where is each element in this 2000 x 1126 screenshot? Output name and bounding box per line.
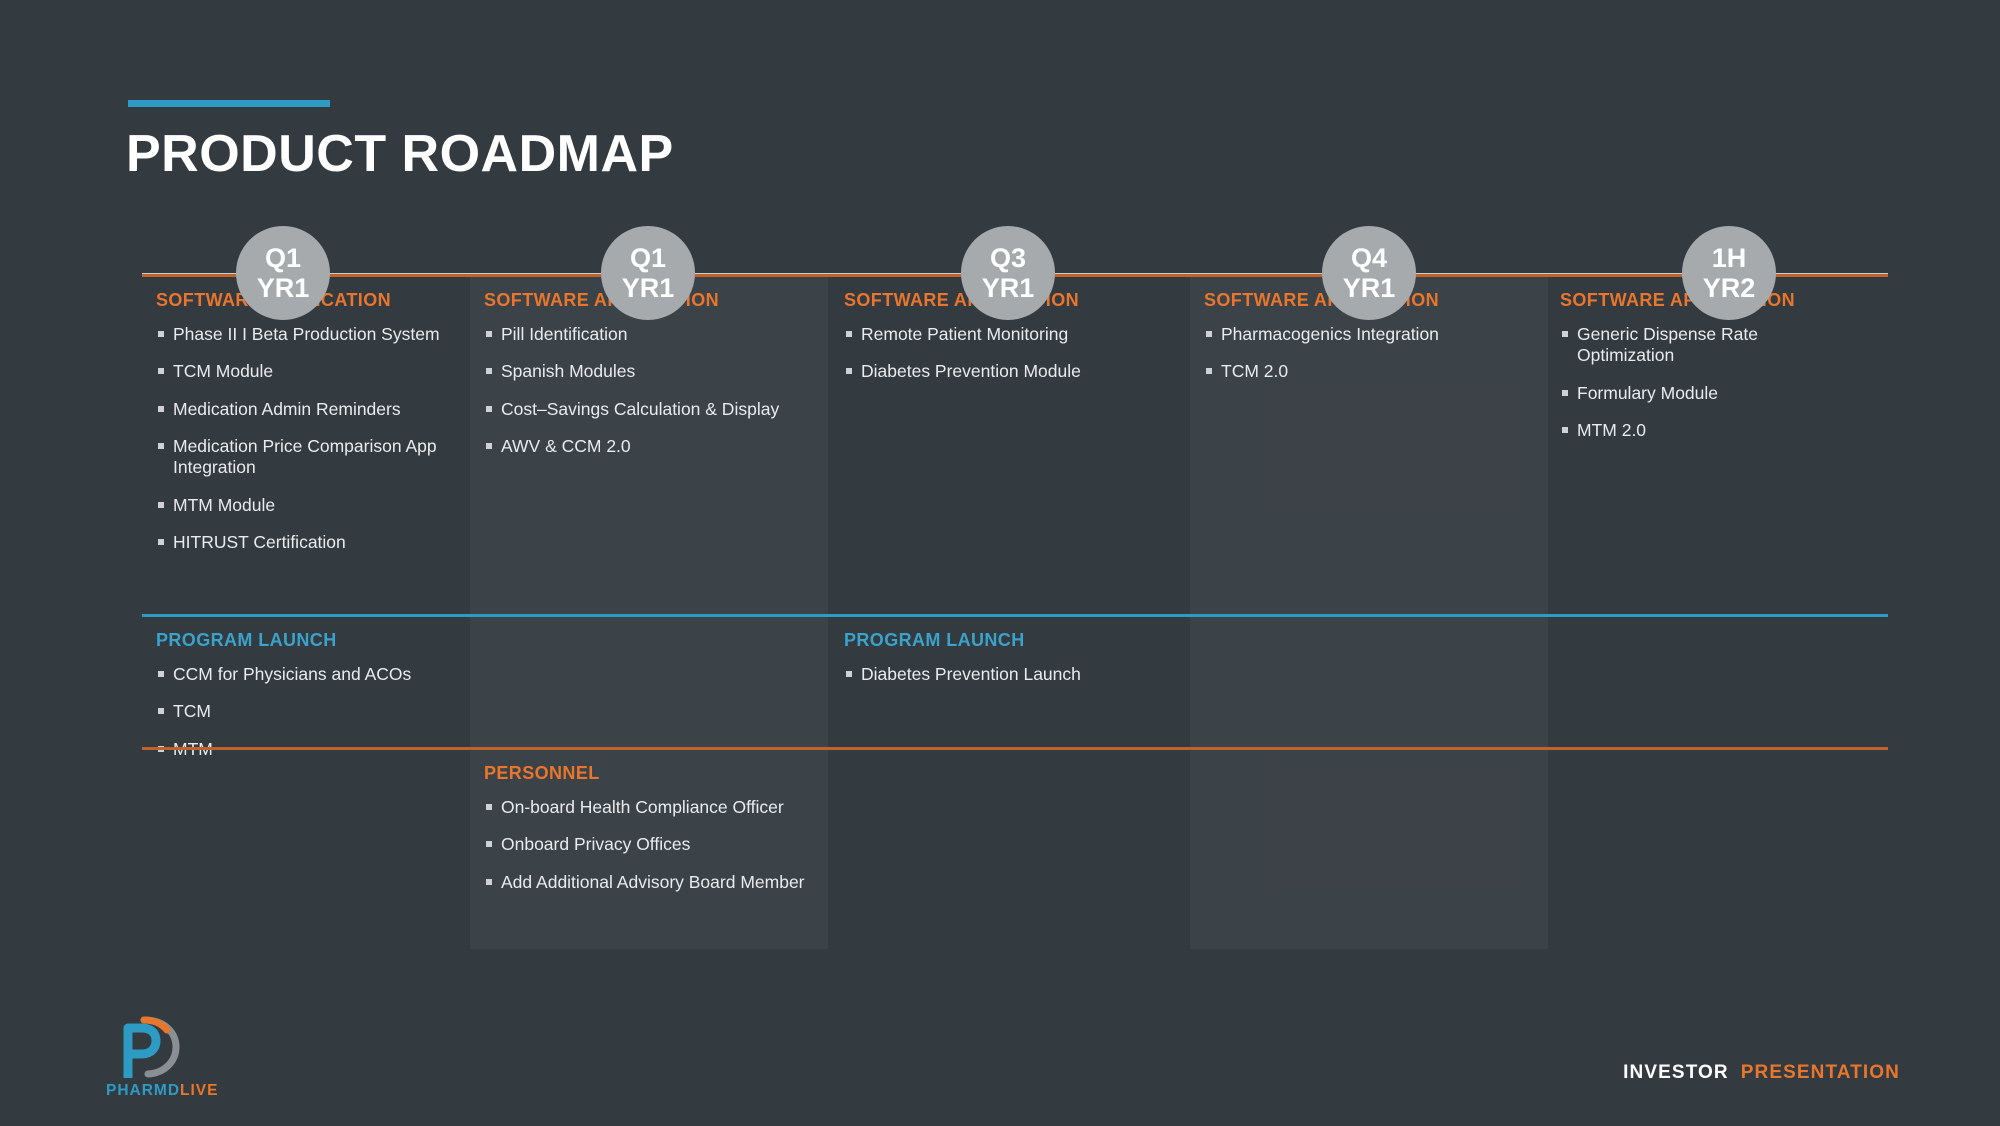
- column-band-4: [1190, 274, 1548, 949]
- cell-item-list: Generic Dispense Rate Optimization Formu…: [1560, 324, 1860, 441]
- list-item: TCM: [156, 701, 456, 722]
- logo-wordmark: PHARMDLIVE: [106, 1082, 218, 1100]
- list-item: Generic Dispense Rate Optimization: [1560, 324, 1860, 367]
- timeline-marker-quarter: Q3: [989, 242, 1027, 273]
- list-item: Phase II I Beta Production System: [156, 324, 456, 345]
- timeline-marker-year: YR1: [621, 273, 675, 303]
- section-rule-blue: [142, 614, 1888, 617]
- cell-heading: PERSONNEL: [484, 763, 600, 783]
- list-item: Formulary Module: [1560, 383, 1860, 404]
- timeline-marker-1[interactable]: Q1 YR1: [601, 226, 695, 320]
- list-item: CCM for Physicians and ACOs: [156, 664, 456, 685]
- brand-logo: PHARMDLIVE: [106, 1016, 296, 1108]
- list-item: MTM Module: [156, 495, 456, 516]
- cell-program-q3yr1: PROGRAM LAUNCH Diabetes Prevention Launc…: [844, 630, 1164, 701]
- cell-item-list: Phase II I Beta Production System TCM Mo…: [156, 324, 456, 553]
- list-item: Add Additional Advisory Board Member: [484, 872, 814, 893]
- section-rule-orange: [142, 747, 1888, 750]
- list-item: Spanish Modules: [484, 361, 814, 382]
- timeline-marker-3[interactable]: Q4 YR1: [1322, 226, 1416, 320]
- list-item: MTM 2.0: [1560, 420, 1860, 441]
- logo-pharmd-text: PHARMD: [106, 1082, 181, 1099]
- list-item: AWV & CCM 2.0: [484, 436, 814, 457]
- title-accent-bar: [128, 100, 330, 107]
- logo-live-text: LIVE: [180, 1082, 219, 1099]
- cell-item-list: Remote Patient Monitoring Diabetes Preve…: [844, 324, 1164, 383]
- list-item: Onboard Privacy Offices: [484, 834, 814, 855]
- page-title: PRODUCT ROADMAP: [126, 125, 674, 183]
- cell-program-q1yr1-a: PROGRAM LAUNCH CCM for Physicians and AC…: [156, 630, 456, 776]
- timeline-marker-0[interactable]: Q1 YR1: [236, 226, 330, 320]
- cell-item-list: Diabetes Prevention Launch: [844, 664, 1164, 685]
- footer-presentation-text: PRESENTATION: [1740, 1062, 1900, 1083]
- list-item: TCM 2.0: [1204, 361, 1524, 382]
- timeline-marker-year: YR2: [1702, 273, 1756, 303]
- list-item: Diabetes Prevention Module: [844, 361, 1164, 382]
- list-item: Remote Patient Monitoring: [844, 324, 1164, 345]
- footer-investor-text: INVESTOR: [1623, 1062, 1729, 1083]
- timeline-marker-year: YR1: [256, 273, 310, 303]
- cell-personnel-q1yr1-b: PERSONNEL On-board Health Compliance Off…: [484, 763, 814, 909]
- timeline-marker-quarter: 1H: [1711, 242, 1747, 273]
- cell-heading: PROGRAM LAUNCH: [844, 630, 1025, 650]
- list-item: On-board Health Compliance Officer: [484, 797, 814, 818]
- list-item: HITRUST Certification: [156, 532, 456, 553]
- cell-item-list: On-board Health Compliance Officer Onboa…: [484, 797, 814, 893]
- cell-item-list: Pharmacogenics Integration TCM 2.0: [1204, 324, 1524, 383]
- cell-heading: PROGRAM LAUNCH: [156, 630, 337, 650]
- roadmap-grid: SOFTWARE APPLICATION Phase II I Beta Pro…: [142, 274, 1888, 949]
- cell-software-q1yr1-a: SOFTWARE APPLICATION Phase II I Beta Pro…: [156, 290, 456, 569]
- cell-item-list: Pill Identification Spanish Modules Cost…: [484, 324, 814, 457]
- timeline-marker-2[interactable]: Q3 YR1: [961, 226, 1055, 320]
- pharmd-live-logo-icon: [123, 1016, 180, 1078]
- column-band-2: [470, 274, 828, 949]
- footer-label: INVESTOR PRESENTATION: [1623, 1062, 1900, 1084]
- list-item: Pharmacogenics Integration: [1204, 324, 1524, 345]
- timeline-marker-quarter: Q1: [629, 242, 667, 273]
- list-item: Diabetes Prevention Launch: [844, 664, 1164, 685]
- timeline-marker-year: YR1: [981, 273, 1035, 303]
- cell-item-list: CCM for Physicians and ACOs TCM MTM: [156, 664, 456, 760]
- list-item: Pill Identification: [484, 324, 814, 345]
- list-item: Medication Price Comparison App Integrat…: [156, 436, 456, 479]
- list-item: Medication Admin Reminders: [156, 399, 456, 420]
- timeline-marker-4[interactable]: 1H YR2: [1682, 226, 1776, 320]
- timeline-marker-year: YR1: [1342, 273, 1396, 303]
- list-item: Cost–Savings Calculation & Display: [484, 399, 814, 420]
- list-item: TCM Module: [156, 361, 456, 382]
- timeline-marker-quarter: Q4: [1350, 242, 1388, 273]
- timeline-marker-quarter: Q1: [264, 242, 302, 273]
